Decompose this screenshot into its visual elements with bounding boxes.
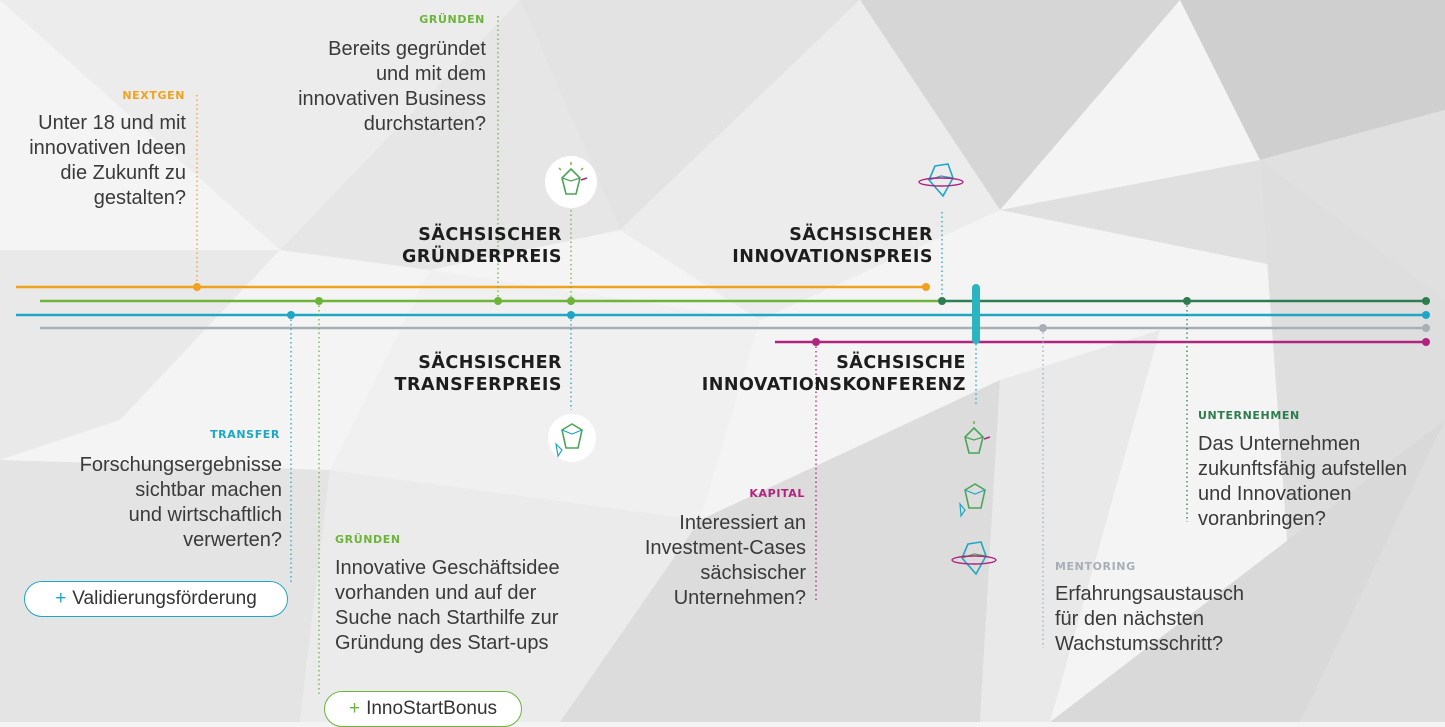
- nextgen-line: innovativen Ideen: [29, 137, 186, 159]
- timeline-dot: [193, 283, 201, 291]
- nextgen-line: die Zukunft zu: [60, 162, 186, 184]
- gruenderpreis-title[interactable]: SÄCHSISCHER GRÜNDERPREIS: [360, 224, 562, 268]
- crystal-konferenz-transfer-icon: [959, 483, 986, 518]
- button-label: Validierungsförderung: [72, 588, 257, 609]
- innovationskonferenz-title[interactable]: SÄCHSISCHE INNOVATIONSKONFERENZ: [660, 352, 966, 396]
- transfer-line: sichtbar machen: [135, 479, 282, 501]
- timeline-dot: [1422, 338, 1430, 346]
- transfer-line: und wirtschaftlich: [128, 504, 282, 526]
- gruenden-line: Gründung des Start-ups: [335, 632, 549, 654]
- gruenden-line: Innovative Geschäftsidee: [335, 557, 560, 579]
- mentoring-question: Erfahrungsaustausch für den nächsten Wac…: [1055, 582, 1295, 657]
- crystal-transferpreis-icon: [548, 414, 596, 462]
- timeline-dot: [1039, 324, 1047, 332]
- kapital-line: Unternehmen?: [673, 587, 806, 609]
- timeline-dot: [938, 297, 946, 305]
- timeline-dot: [812, 338, 820, 346]
- unternehmen-line: und Innovationen: [1198, 483, 1352, 505]
- nextgen-line: Unter 18 und mit: [38, 112, 186, 134]
- timeline-dot: [1422, 311, 1430, 319]
- gruenden-line: vorhanden und auf der: [335, 582, 537, 604]
- kapital-question: Interessiert an Investment-Cases sächsis…: [600, 511, 806, 611]
- gruenden-top-line: und mit dem: [375, 63, 486, 85]
- unternehmen-line: zukunftsfähig aufstellen: [1198, 458, 1408, 480]
- prize-line: TRANSFERPREIS: [394, 375, 562, 395]
- transfer-line: verwerten?: [183, 529, 282, 551]
- timeline-dot: [494, 297, 502, 305]
- prize-line: SÄCHSISCHER: [418, 225, 562, 245]
- gruenden-top-line: durchstarten?: [363, 113, 486, 135]
- gruenden-top-line: innovativen Business: [298, 88, 486, 110]
- nextgen-line: gestalten?: [93, 187, 186, 209]
- kapital-tag: KAPITAL: [749, 487, 805, 500]
- timeline-dot: [567, 311, 575, 319]
- plus-icon: +: [348, 698, 361, 719]
- mentoring-line: Wachstumsschritt?: [1055, 633, 1224, 655]
- mentoring-line: Erfahrungsaustausch: [1055, 583, 1245, 605]
- transferpreis-title[interactable]: SÄCHSISCHER TRANSFERPREIS: [360, 352, 562, 396]
- konferenz-bar: [972, 284, 980, 344]
- gruenden-line: Suche nach Starthilfe zur: [335, 607, 559, 629]
- innovationspreis-title[interactable]: SÄCHSISCHER INNOVATIONSPREIS: [700, 224, 933, 268]
- transfer-question: Forschungsergebnisse sichtbar machen und…: [20, 453, 282, 553]
- timeline-dot: [567, 297, 575, 305]
- timeline-dot: [287, 311, 295, 319]
- mentoring-line: für den nächsten: [1055, 608, 1204, 630]
- crystal-konferenz-gruender-icon: [964, 421, 991, 454]
- timeline-dot: [1422, 297, 1430, 305]
- prize-line: SÄCHSISCHER: [789, 225, 933, 245]
- unternehmen-tag: UNTERNEHMEN: [1198, 409, 1300, 422]
- transfer-line: Forschungsergebnisse: [79, 454, 282, 476]
- gruenden-bottom-question: Innovative Geschäftsidee vorhanden und a…: [335, 556, 605, 656]
- unternehmen-line: voranbringen?: [1198, 508, 1326, 530]
- crystal-innovationspreis-icon: [918, 163, 964, 198]
- prize-line: SÄCHSISCHER: [418, 353, 562, 373]
- nextgen-question: Unter 18 und mit innovativen Ideen die Z…: [0, 111, 186, 211]
- button-label: InnoStartBonus: [366, 698, 498, 719]
- prize-line: SÄCHSISCHE: [836, 353, 966, 373]
- innostartbonus-button[interactable]: +InnoStartBonus: [324, 691, 522, 727]
- gruenden-bottom-tag: GRÜNDEN: [335, 533, 401, 546]
- validierungsfoerderung-button[interactable]: +Validierungsförderung: [24, 581, 288, 617]
- prize-line: INNOVATIONSKONFERENZ: [701, 375, 966, 395]
- kapital-line: sächsischer: [700, 562, 806, 584]
- timeline-dot: [315, 297, 323, 305]
- kapital-line: Investment-Cases: [644, 537, 806, 559]
- crystal-gruenderpreis-icon: [545, 156, 597, 208]
- crystal-konferenz-innovation-icon: [951, 541, 997, 576]
- timeline-dot: [922, 283, 930, 291]
- plus-icon: +: [55, 588, 67, 609]
- prize-line: GRÜNDERPREIS: [401, 247, 562, 267]
- gruenden-top-line: Bereits gegründet: [328, 38, 486, 60]
- mentoring-tag: MENTORING: [1055, 560, 1136, 573]
- transfer-tag: TRANSFER: [210, 428, 280, 441]
- unternehmen-line: Das Unternehmen: [1198, 433, 1361, 455]
- gruenden-top-tag: GRÜNDEN: [419, 13, 485, 26]
- unternehmen-question: Das Unternehmen zukunftsfähig aufstellen…: [1198, 432, 1443, 532]
- prize-line: INNOVATIONSPREIS: [732, 247, 933, 267]
- kapital-line: Interessiert an: [679, 512, 806, 534]
- nextgen-tag: NEXTGEN: [122, 89, 185, 102]
- timeline-dot: [1183, 297, 1191, 305]
- gruenden-top-question: Bereits gegründet und mit dem innovative…: [250, 37, 486, 137]
- timeline-dot: [1422, 324, 1430, 332]
